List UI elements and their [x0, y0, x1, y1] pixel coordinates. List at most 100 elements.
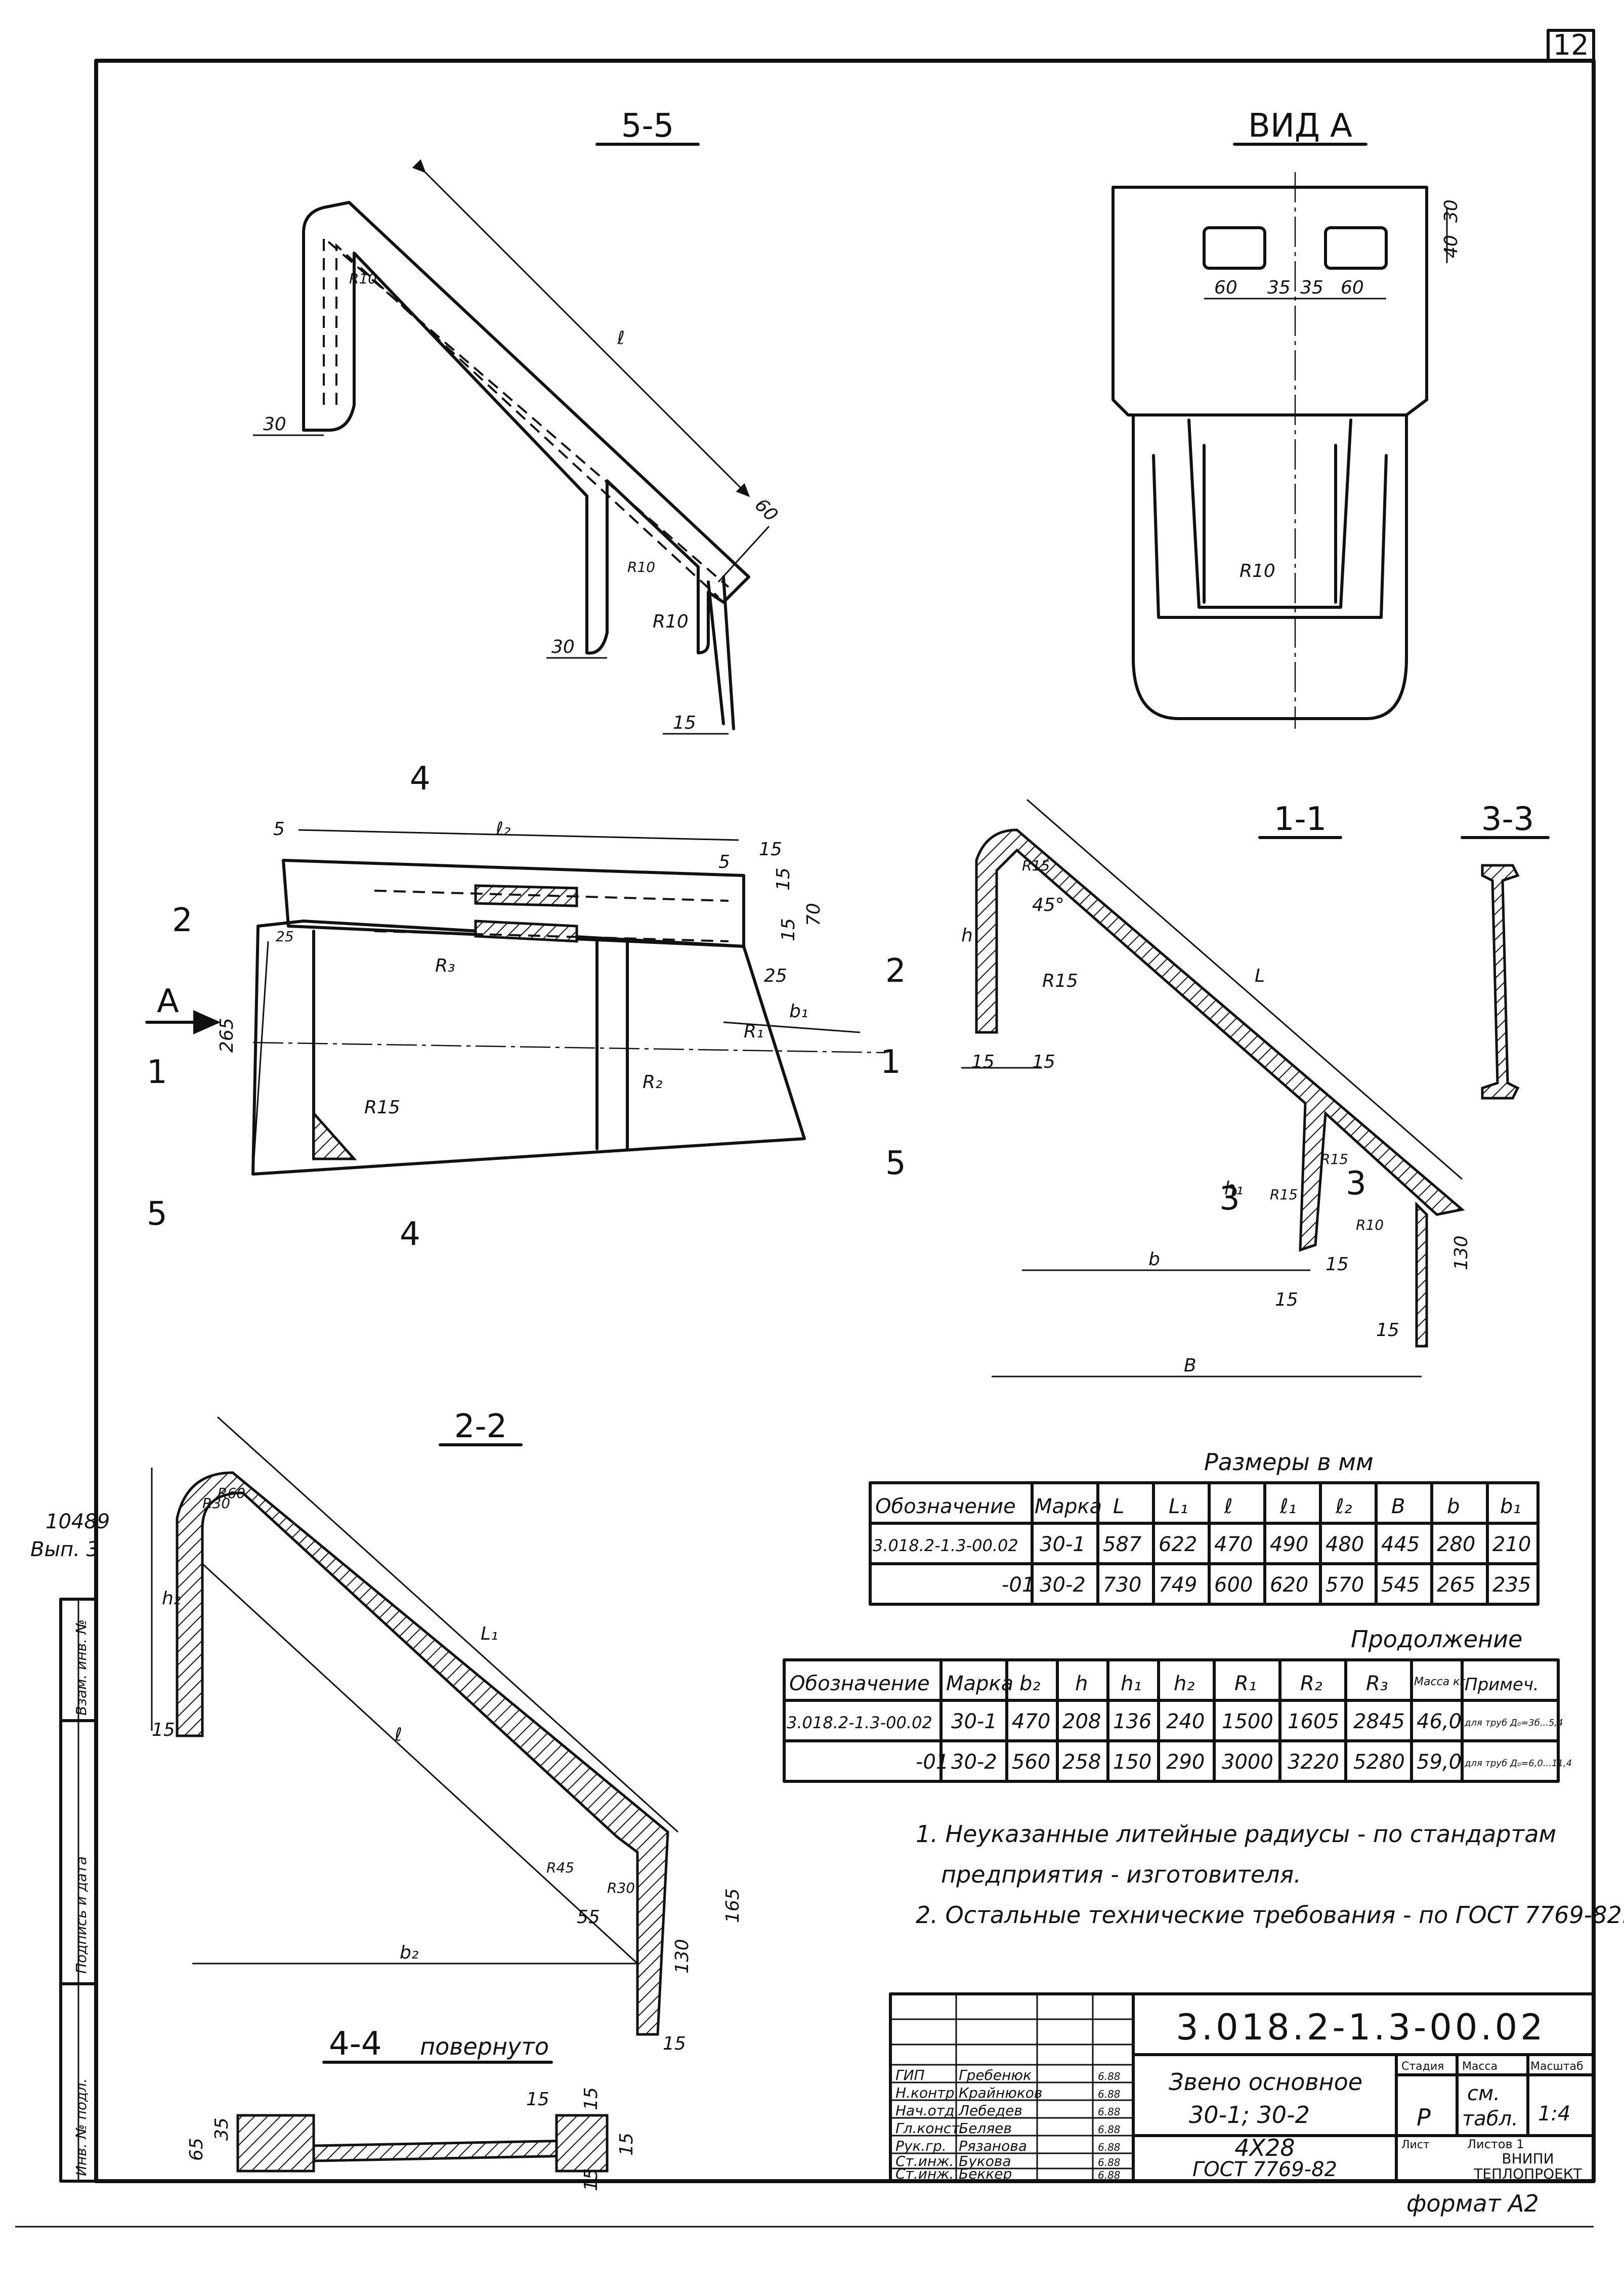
t1-r2-mark: 30-2 — [1040, 1573, 1086, 1597]
dim-vid-35b: 35 — [1300, 277, 1323, 298]
note-1: 1. Неуказанные литейные радиусы - по ста… — [916, 1820, 1556, 1848]
tb-col-stage: Стадия — [1401, 2060, 1444, 2073]
dim-1-1-r15b: R15 — [1042, 971, 1078, 991]
side-inv-label: Инв. № подл. — [73, 2078, 90, 2176]
dim-4-4-35: 35 — [211, 2117, 232, 2141]
sheet-number: 12 — [1553, 29, 1589, 62]
t1-h-l: ℓ — [1224, 1495, 1233, 1518]
t1-r1-b: 280 — [1437, 1533, 1475, 1556]
dim-2-2-l: ℓ — [394, 1725, 402, 1745]
dim-plan-r1: R₁ — [744, 1021, 763, 1042]
dim-1-1-15d: 15 — [1275, 1289, 1298, 1310]
tb-designation: 3.018.2-1.3-00.02 — [1176, 2007, 1546, 2048]
tb-role-2: Н.контр. — [895, 2084, 959, 2101]
side-subst-label: Взам. инв. № — [73, 1619, 90, 1716]
title-4-4: 4-4 — [329, 2025, 382, 2063]
dim-2-2-r30: R30 — [202, 1495, 230, 1512]
cut-2-left: 2 — [172, 902, 193, 939]
dim-plan-5b: 5 — [718, 852, 730, 872]
tb-name-line1: Звено основное — [1169, 2068, 1362, 2096]
tb-date-7: 6.88 — [1098, 2169, 1121, 2181]
t2-r2-b2: 560 — [1012, 1750, 1050, 1774]
t2-r1-h1: 136 — [1113, 1710, 1151, 1733]
t1-r2-b1: 235 — [1492, 1573, 1531, 1597]
tb-name-1: Гребенюк — [959, 2067, 1032, 2083]
cut-1-right: 1 — [880, 1044, 901, 1081]
t1-r1-b1: 210 — [1492, 1533, 1531, 1556]
t2-r1-h2: 240 — [1166, 1710, 1205, 1733]
dim-vid-35a: 35 — [1267, 277, 1291, 298]
dim-5-5-30a: 30 — [263, 414, 286, 435]
tb-date-5: 6.88 — [1098, 2141, 1121, 2153]
cut-4-top: 4 — [410, 760, 431, 798]
dim-5-5-r10a: R10 — [349, 270, 377, 287]
dim-4-4-65: 65 — [186, 2138, 207, 2161]
tb-name-6: Букова — [959, 2153, 1011, 2170]
t1-r2-L: 730 — [1103, 1573, 1141, 1597]
t1-r2-L1: 749 — [1159, 1573, 1197, 1597]
t1-h-designation: Обозначение — [875, 1495, 1016, 1518]
view-a: ВИД А 30 40 60 35 35 60 R10 — [1112, 107, 1462, 729]
t2-r1-R1: 1500 — [1222, 1710, 1273, 1733]
subtitle-4-4: повернуто — [420, 2033, 549, 2060]
dim-1-1-h: h — [961, 925, 973, 946]
dim-vid-40: 40 — [1441, 235, 1462, 258]
tb-mass-1: см. — [1467, 2082, 1500, 2105]
t2-r2-R1: 3000 — [1222, 1750, 1273, 1774]
table1-caption: Размеры в мм — [1204, 1448, 1374, 1476]
dim-plan-15a: 15 — [759, 839, 782, 860]
table2-caption: Продолжение — [1351, 1625, 1522, 1653]
dim-vid-30: 30 — [1441, 199, 1462, 223]
t1-r1-B: 445 — [1381, 1533, 1420, 1556]
dim-2-2-r60: R60 — [218, 1485, 245, 1501]
frame: 12 формат А2 — [15, 29, 1596, 2228]
t1-h-mark: Марка — [1035, 1495, 1102, 1518]
title-3-3: 3-3 — [1481, 801, 1534, 838]
tb-date-6: 6.88 — [1098, 2156, 1121, 2168]
dim-5-5-r10b: R10 — [627, 559, 655, 575]
dim-1-1-45: 45° — [1032, 895, 1064, 915]
tb-role-3: Нач.отд. — [895, 2102, 959, 2119]
t2-h-note: Примеч. — [1465, 1675, 1539, 1695]
t1-r1-designation: 3.018.2-1.3-00.02 — [873, 1536, 1018, 1555]
dim-plan-25b: 25 — [764, 966, 787, 986]
t2-r2-mark: 30-2 — [951, 1750, 997, 1774]
t2-r2-designation: -01 — [916, 1750, 949, 1774]
dim-1-1-b: b — [1148, 1249, 1160, 1270]
section-5-5: 5-5 30 R10 ℓ 60 30 R10 R10 15 — [253, 107, 782, 735]
dim-4-4-15a: 15 — [526, 2089, 549, 2110]
dim-1-1-15a: 15 — [971, 1052, 995, 1072]
t2-r2-h2: 290 — [1166, 1750, 1205, 1774]
dim-4-4-15b: 15 — [581, 2087, 602, 2110]
cut-4-bottom: 4 — [400, 1216, 420, 1253]
tb-material-2: ГОСТ 7769-82 — [1192, 2158, 1337, 2181]
tb-role-6: Ст.инж. — [895, 2153, 954, 2170]
dim-5-5-r10c: R10 — [653, 611, 689, 632]
title-view-a: ВИД А — [1248, 107, 1352, 145]
t2-h-designation: Обозначение — [789, 1672, 930, 1695]
dim-plan-r15: R15 — [364, 1097, 400, 1118]
t1-r2-b: 265 — [1437, 1573, 1475, 1597]
tb-role-7: Ст.инж. — [895, 2165, 954, 2182]
tb-date-4: 6.88 — [1098, 2123, 1121, 2136]
dim-2-2-h2: h₂ — [162, 1588, 181, 1609]
t1-r1-L: 587 — [1103, 1533, 1142, 1556]
table-continuation: Продолжение Обозначение Марка b₂ h h₁ h₂… — [783, 1625, 1572, 1783]
tb-mass-2: табл. — [1462, 2107, 1518, 2131]
dim-plan-l2: ℓ₂ — [495, 819, 510, 840]
note-2: 2. Остальные технические требования - по… — [916, 1901, 1624, 1929]
side-inv-number: 10489 — [46, 1510, 110, 1533]
dim-5-5-15: 15 — [673, 713, 696, 733]
dim-vid-60b: 60 — [1341, 277, 1364, 298]
section-4-4: 4-4 повернуто 65 35 15 15 15 15 — [186, 2025, 637, 2191]
dim-plan-15c: 15 — [778, 918, 799, 941]
tb-date-2: 6.88 — [1098, 2088, 1121, 2100]
t2-r1-designation: 3.018.2-1.3-00.02 — [787, 1713, 932, 1732]
t1-r2-B: 545 — [1381, 1573, 1420, 1597]
t2-r2-R3: 5280 — [1353, 1750, 1405, 1774]
tb-org-2: ТЕПЛОПРОЕКТ — [1473, 2165, 1582, 2182]
dim-1-1-15b: 15 — [1032, 1052, 1055, 1072]
dim-2-2-165: 165 — [722, 1888, 743, 1923]
dim-1-1-15e: 15 — [1376, 1320, 1399, 1341]
dim-2-2-r45: R45 — [546, 1859, 574, 1876]
